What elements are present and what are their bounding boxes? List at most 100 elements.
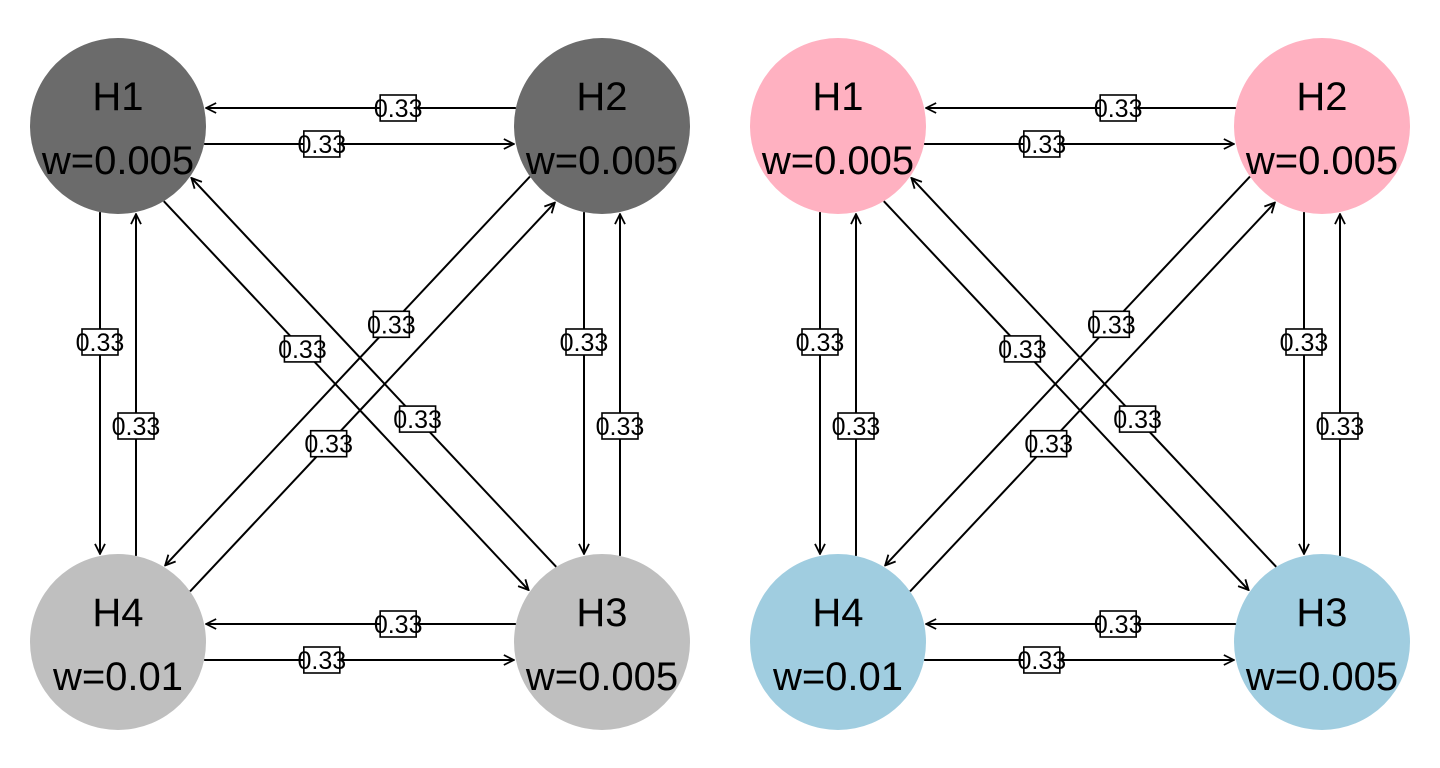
edge-label: 0.33 <box>304 431 353 459</box>
edge-h4-to-h3: 0.33 <box>924 646 1234 675</box>
node-name: H2 <box>1296 75 1347 119</box>
edge-h2-to-h3: 0.33 <box>1280 212 1329 554</box>
edge-arrow <box>191 178 557 568</box>
edge-label-box <box>1099 610 1137 638</box>
edge-arrow <box>883 200 1249 590</box>
node-name: H2 <box>576 75 627 119</box>
edge-label: 0.33 <box>1113 406 1162 434</box>
node-circle <box>1234 38 1410 214</box>
edge-label: 0.33 <box>112 413 161 441</box>
edge-label: 0.33 <box>1087 311 1136 339</box>
right-graph-panel: H1w=0.005H2w=0.005H3w=0.005H4w=0.010.330… <box>750 38 1410 730</box>
edge-arrow <box>885 175 1251 566</box>
node-weight: w=0.005 <box>525 655 678 699</box>
edge-label: 0.33 <box>1017 647 1066 675</box>
node-circle <box>514 554 690 730</box>
node-circle <box>750 554 926 730</box>
edge-label-box <box>1029 429 1068 458</box>
node-name: H3 <box>576 591 627 635</box>
node-h1: H1 w=0.005 <box>30 38 206 214</box>
edge-label: 0.33 <box>1316 413 1365 441</box>
edge-label-box <box>1118 405 1157 433</box>
node-circle <box>1234 554 1410 730</box>
edge-label: 0.33 <box>393 406 442 434</box>
node-weight: w=0.01 <box>772 655 903 699</box>
node-h4: H4w=0.01 <box>30 554 206 730</box>
edge-h2-to-h1: 0.33 <box>206 94 516 123</box>
edge-h3-to-h1: 0.33 <box>191 178 557 568</box>
node-weight: w=0.005 <box>1245 655 1398 699</box>
node-weight: w=0.005 <box>525 139 678 183</box>
edge-h3-to-h2: 0.33 <box>596 214 644 556</box>
edge-label-box <box>117 412 155 440</box>
edge-h2-to-h1: 0.33 <box>926 94 1236 123</box>
edge-label-box <box>1321 412 1359 440</box>
edge-h2-to-h4: 0.33 <box>885 175 1251 566</box>
edge-h4-to-h1: 0.33 <box>112 214 161 556</box>
node-weight: w=0.005 <box>1245 139 1398 183</box>
edge-label-box <box>379 610 417 638</box>
edge-label-box <box>801 328 839 356</box>
edge-h3-to-h4: 0.33 <box>206 610 516 639</box>
node-name: H1 <box>92 75 143 119</box>
left-graph-panel: H1w=0.005H2w=0.005H3w=0.005H4w=0.010.330… <box>30 38 690 730</box>
edge-label-box <box>601 412 639 440</box>
edge-label: 0.33 <box>560 329 609 357</box>
edge-label-box <box>283 335 322 363</box>
edge-label-box <box>309 429 348 458</box>
node-weight: w=0.005 <box>41 139 194 183</box>
node-name: H3 <box>1296 591 1347 635</box>
edge-h2-to-h3: 0.33 <box>560 212 609 554</box>
edge-h2-to-h4: 0.33 <box>165 175 531 566</box>
node-h4: H4 w=0.01 <box>750 554 926 730</box>
edge-label: 0.33 <box>832 413 881 441</box>
edge-label-box <box>1092 310 1131 339</box>
node-name: H1 <box>812 75 863 119</box>
edge-h1-to-h4: 0.33 <box>796 212 845 554</box>
edge-label-box <box>565 328 603 356</box>
edge-h3-to-h4: 0.33 <box>926 610 1236 639</box>
node-h3: H3 w=0.005 <box>1234 554 1410 730</box>
edge-arrow <box>911 178 1277 568</box>
edge-label: 0.33 <box>1280 329 1329 357</box>
node-name: H4 <box>92 591 143 635</box>
edge-h1-to-h3: 0.33 <box>883 200 1249 590</box>
edge-h3-to-h1: 0.33 <box>911 178 1277 568</box>
edge-label: 0.33 <box>1094 611 1143 639</box>
edge-label-box <box>398 405 437 433</box>
edge-label: 0.33 <box>367 311 416 339</box>
edge-arrow <box>163 200 529 590</box>
edge-h1-to-h2: 0.33 <box>204 130 514 159</box>
edge-label: 0.33 <box>1094 95 1143 123</box>
edge-label-box <box>303 646 341 674</box>
node-circle <box>30 38 206 214</box>
node-circle <box>514 38 690 214</box>
edge-label-box <box>1023 130 1061 158</box>
edge-label-box <box>1003 335 1042 363</box>
edge-h4-to-h1: 0.33 <box>832 214 881 556</box>
edge-label-box <box>1023 646 1061 674</box>
node-h1: H1w=0.005 <box>750 38 926 214</box>
edge-h1-to-h2: 0.33 <box>924 130 1234 159</box>
edge-label: 0.33 <box>278 336 327 364</box>
edge-label: 0.33 <box>1017 131 1066 159</box>
edge-h1-to-h3: 0.33 <box>163 200 529 590</box>
edge-h4-to-h2: 0.33 <box>909 203 1275 593</box>
edge-label: 0.33 <box>796 329 845 357</box>
edge-h3-to-h2: 0.33 <box>1316 214 1365 556</box>
edge-arrow <box>189 203 555 593</box>
node-h2: H2 w=0.005 <box>514 38 690 214</box>
edge-h4-to-h3: 0.33 <box>204 646 514 675</box>
edge-h4-to-h2: 0.33 <box>189 203 555 593</box>
edge-label: 0.33 <box>374 95 423 123</box>
edge-h1-to-h4: 0.33 <box>76 212 124 554</box>
node-circle <box>30 554 206 730</box>
edge-label-box <box>837 412 875 440</box>
node-name: H4 <box>812 591 863 635</box>
edge-label-box <box>1285 328 1323 356</box>
edge-label: 0.33 <box>1024 431 1073 459</box>
node-h2: H2 w=0.005 <box>1234 38 1410 214</box>
edge-label: 0.33 <box>297 131 346 159</box>
edge-label-box <box>1099 94 1137 122</box>
